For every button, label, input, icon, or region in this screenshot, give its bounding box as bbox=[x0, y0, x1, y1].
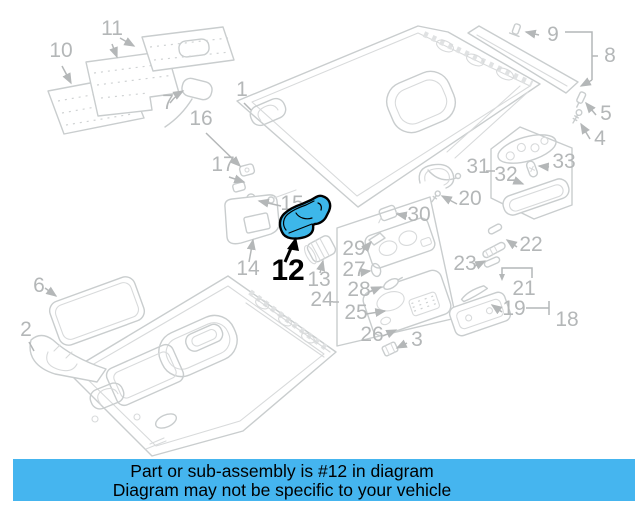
mirror-mount-13 bbox=[303, 235, 337, 265]
callout-20: 20 bbox=[458, 187, 481, 210]
insulation-pad-11 bbox=[85, 26, 235, 117]
callout-3: 3 bbox=[411, 328, 423, 351]
callout-4: 4 bbox=[594, 127, 606, 150]
banner-line-1: Part or sub-assembly is #12 in diagram bbox=[130, 461, 434, 481]
callout-1: 1 bbox=[236, 78, 248, 101]
clip-5 bbox=[576, 91, 587, 108]
callout-22: 22 bbox=[519, 233, 542, 256]
fastener-9 bbox=[508, 23, 522, 38]
clip-30 bbox=[378, 204, 402, 224]
callout-21: 21 bbox=[512, 277, 535, 300]
callout-23: 23 bbox=[453, 252, 476, 275]
roof-panel bbox=[236, 25, 541, 208]
callout-7: 7 bbox=[162, 91, 174, 114]
leader-lines bbox=[28, 29, 598, 352]
callout-30: 30 bbox=[407, 203, 430, 226]
screws-22 bbox=[482, 223, 506, 259]
highlight-arrowhead bbox=[287, 237, 299, 251]
callout-27: 27 bbox=[342, 258, 365, 281]
callout-6: 6 bbox=[33, 274, 45, 297]
callout-25: 25 bbox=[344, 301, 367, 324]
callout-31: 31 bbox=[466, 155, 489, 178]
callout-17: 17 bbox=[211, 153, 234, 176]
callout-13: 13 bbox=[307, 268, 330, 291]
headliner-panel bbox=[67, 275, 337, 457]
callout-11: 11 bbox=[101, 17, 123, 40]
callout-32: 32 bbox=[494, 163, 517, 186]
callout-16: 16 bbox=[189, 107, 212, 130]
callout-28: 28 bbox=[347, 278, 370, 301]
dome-lamp-assembly bbox=[490, 126, 573, 220]
callout-12: 12 bbox=[271, 254, 304, 287]
visor-clip-16 bbox=[238, 163, 256, 177]
visor-clip-17 bbox=[232, 181, 246, 193]
callout-2: 2 bbox=[20, 318, 32, 341]
callout-14: 14 bbox=[236, 257, 260, 280]
callout-26: 26 bbox=[360, 323, 383, 346]
callout-8: 8 bbox=[604, 44, 616, 67]
frame-trim-2 bbox=[29, 334, 107, 383]
banner-line-2: Diagram may not be specific to your vehi… bbox=[112, 480, 452, 500]
callout-19: 19 bbox=[502, 297, 525, 320]
highlighted-part-12[interactable]: 12 bbox=[271, 194, 332, 287]
lamp-housing-18 bbox=[448, 291, 512, 337]
callout-9: 9 bbox=[547, 23, 559, 46]
callout-29: 29 bbox=[342, 237, 365, 260]
sunshade-6 bbox=[48, 276, 146, 346]
bulb-19 bbox=[460, 285, 489, 303]
callout-5: 5 bbox=[600, 102, 612, 125]
screw-4 bbox=[572, 109, 583, 124]
callout-24: 24 bbox=[310, 288, 334, 311]
info-banner: Part or sub-assembly is #12 in diagram D… bbox=[13, 459, 635, 501]
callout-33: 33 bbox=[552, 150, 575, 173]
callout-18: 18 bbox=[555, 308, 578, 331]
callout-10: 10 bbox=[49, 39, 72, 62]
shelf-trim-bar bbox=[467, 25, 579, 94]
callout-labels: 1 2 3 4 5 6 7 8 9 10 11 13 14 15 16 17 1… bbox=[20, 17, 616, 351]
insulation-pad-7 bbox=[164, 77, 213, 128]
grab-handle bbox=[418, 163, 455, 203]
